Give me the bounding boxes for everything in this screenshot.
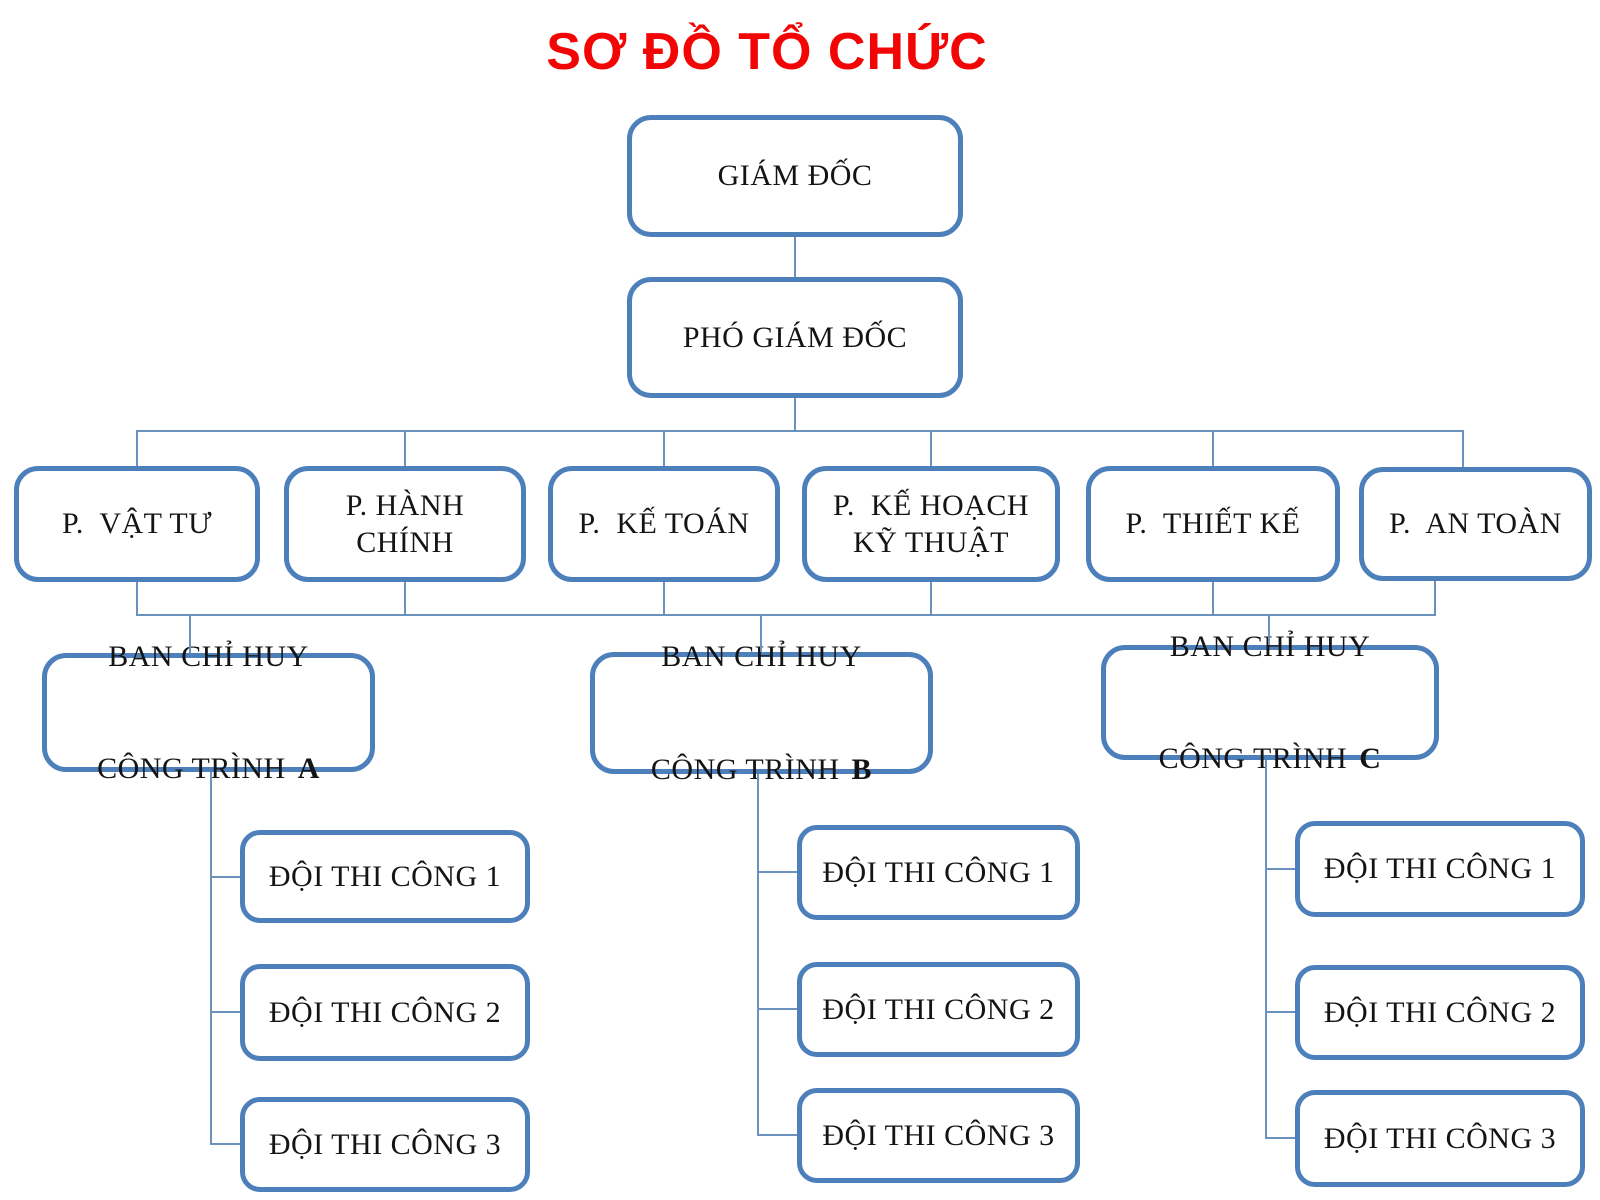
node-dept-hanh-chinh: P. HÀNH CHÍNH [284, 466, 526, 582]
node-director: GIÁM ĐỐC [627, 115, 963, 237]
connector-drop-ban-b [760, 614, 762, 652]
connector-drop-dept-4 [930, 430, 932, 466]
node-team-label: ĐỘI THI CÔNG 1 [1323, 852, 1557, 886]
node-team-a-2: ĐỘI THI CÔNG 2 [240, 964, 530, 1061]
node-dept-label: P. THIẾT KẾ [1125, 507, 1301, 541]
node-team-label: ĐỘI THI CÔNG 2 [1323, 995, 1557, 1029]
node-team-c-2: ĐỘI THI CÔNG 2 [1295, 965, 1585, 1060]
connector-drop-dept-6 [1462, 430, 1464, 467]
connector-stub-dept-2 [404, 582, 406, 616]
connector-trunk-c [1265, 760, 1267, 1139]
connector-drop-dept-3 [663, 430, 665, 466]
node-dept-label: P. KẾ HOẠCH KỸ THUẬT [832, 488, 1030, 560]
connector-stub-dept-5 [1212, 582, 1214, 616]
connector-stub-a-1 [210, 876, 240, 878]
connector-stub-dept-4 [930, 582, 932, 616]
connector-stub-b-1 [757, 871, 797, 873]
node-team-c-1: ĐỘI THI CÔNG 1 [1295, 821, 1585, 917]
connector-stub-b-3 [757, 1134, 797, 1136]
connector-drop-ban-a [189, 614, 191, 653]
chart-title: SƠ ĐỒ TỔ CHỨC [546, 23, 988, 81]
connector-stub-dept-6 [1434, 581, 1436, 616]
node-team-c-3: ĐỘI THI CÔNG 3 [1295, 1090, 1585, 1187]
node-team-label: ĐỘI THI CÔNG 1 [822, 855, 1055, 889]
connector-drop-dept-5 [1212, 430, 1214, 466]
node-dept-ke-hoach-ky-thuat: P. KẾ HOẠCH KỸ THUẬT [802, 466, 1060, 582]
node-dept-an-toan: P. AN TOÀN [1359, 467, 1592, 581]
node-dept-thiet-ke: P. THIẾT KẾ [1086, 466, 1340, 582]
connector-director-deputy [794, 237, 796, 277]
node-team-label: ĐỘI THI CÔNG 3 [822, 1118, 1055, 1152]
node-team-label: ĐỘI THI CÔNG 2 [822, 992, 1055, 1026]
connector-stub-a-2 [210, 1011, 240, 1013]
node-dept-label: P. KẾ TOÁN [578, 507, 750, 541]
connector-trunk-a [210, 772, 212, 1145]
connector-stub-c-3 [1265, 1137, 1295, 1139]
node-director-label: GIÁM ĐỐC [717, 159, 873, 193]
node-team-label: ĐỘI THI CÔNG 1 [268, 859, 502, 893]
connector-stub-dept-3 [663, 582, 665, 616]
node-dept-label: P. AN TOÀN [1389, 507, 1562, 541]
node-deputy-director: PHÓ GIÁM ĐỐC [627, 277, 963, 398]
node-team-b-1: ĐỘI THI CÔNG 1 [797, 825, 1080, 920]
node-team-a-1: ĐỘI THI CÔNG 1 [240, 830, 530, 923]
connector-stub-a-3 [210, 1143, 240, 1145]
connector-stub-dept-1 [136, 582, 138, 616]
connector-drop-dept-2 [404, 430, 406, 466]
node-team-a-3: ĐỘI THI CÔNG 3 [240, 1097, 530, 1192]
connector-stub-c-1 [1265, 868, 1295, 870]
node-dept-label: P. VẬT TƯ [62, 507, 212, 541]
node-dept-label: P. HÀNH CHÍNH [345, 488, 465, 560]
node-team-label: ĐỘI THI CÔNG 2 [268, 995, 502, 1029]
connector-trunk-b [757, 774, 759, 1136]
node-dept-ke-toan: P. KẾ TOÁN [548, 466, 780, 582]
connector-bus2 [136, 614, 1436, 616]
connector-drop-ban-c [1268, 614, 1270, 645]
connector-stub-c-2 [1265, 1011, 1295, 1013]
connector-drop-dept-1 [136, 430, 138, 466]
node-deputy-director-label: PHÓ GIÁM ĐỐC [682, 320, 908, 354]
node-team-b-2: ĐỘI THI CÔNG 2 [797, 962, 1080, 1057]
connector-stub-b-2 [757, 1008, 797, 1010]
connector-deputy-bus1 [794, 398, 796, 431]
connector-bus1 [137, 430, 1464, 432]
node-team-b-3: ĐỘI THI CÔNG 3 [797, 1088, 1080, 1183]
node-dept-vat-tu: P. VẬT TƯ [14, 466, 260, 582]
node-team-label: ĐỘI THI CÔNG 3 [1323, 1121, 1557, 1155]
node-team-label: ĐỘI THI CÔNG 3 [268, 1127, 502, 1161]
